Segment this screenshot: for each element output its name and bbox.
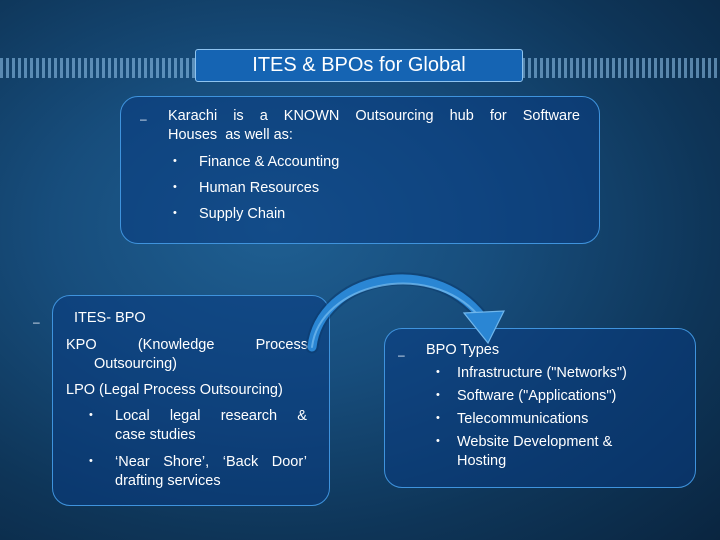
slide-title: ITES & BPOs for Global xyxy=(195,49,523,82)
curved-arrow-icon xyxy=(305,272,505,354)
top-panel-dash-marker: – xyxy=(140,112,147,126)
subitem-word: ‘Back xyxy=(222,454,259,470)
bpo-type-web-dev-line2: Hosting xyxy=(457,453,507,469)
kpo-word: Process xyxy=(255,337,308,353)
kpo-word: (Knowledge xyxy=(137,337,215,353)
kpo-line1: KPO (Knowledge Process xyxy=(66,336,308,355)
subitem-word: & xyxy=(297,408,307,424)
intro-word: is xyxy=(233,108,244,124)
service-item-hr: Human Resources xyxy=(199,180,320,196)
intro-word: KNOWN xyxy=(283,108,340,124)
kpo-line2: Outsourcing) xyxy=(94,356,178,372)
subitem-word: research xyxy=(220,408,278,424)
bullet-icon: • xyxy=(89,409,93,421)
bpo-type-telecom: Telecommunications xyxy=(457,411,589,427)
lpo-line: LPO (Legal Process Outsourcing) xyxy=(66,382,283,398)
bpo-type-web-dev: Website Development & xyxy=(457,434,613,450)
karachi-intro-line2: Houses as well as: xyxy=(168,127,293,143)
ites-bpo-heading: ITES- BPO xyxy=(74,310,146,326)
lpo-subitem-local-line1: Local legal research & xyxy=(115,407,307,426)
bpo-types-panel xyxy=(384,328,696,488)
ites-bpo-panel xyxy=(52,295,330,506)
intro-word: Karachi xyxy=(168,108,218,124)
kpo-word: KPO xyxy=(66,337,97,353)
bullet-icon: • xyxy=(436,412,440,424)
service-item-finance: Finance & Accounting xyxy=(199,154,340,170)
karachi-intro-line1: Karachi is a KNOWN Outsourcing hub for S… xyxy=(168,107,580,126)
lpo-subitem-shore-line1: ‘Near Shore’, ‘Back Door’ xyxy=(115,453,307,472)
subitem-word: Local xyxy=(115,408,150,424)
service-item-supply-chain: Supply Chain xyxy=(199,206,286,222)
bpo-type-infrastructure: Infrastructure ("Networks") xyxy=(457,365,627,381)
subitem-word: ‘Near xyxy=(115,454,150,470)
left-panel-dash-marker: – xyxy=(33,315,40,329)
subitem-word: Door’ xyxy=(271,454,307,470)
intro-word: for xyxy=(489,108,507,124)
intro-word: a xyxy=(259,108,268,124)
bullet-icon: • xyxy=(436,435,440,447)
intro-word: Software xyxy=(522,108,580,124)
bullet-icon: • xyxy=(173,207,177,219)
bullet-icon: • xyxy=(173,155,177,167)
right-panel-dash-marker: – xyxy=(398,348,405,362)
bpo-types-heading: BPO Types xyxy=(426,342,500,358)
subitem-word: legal xyxy=(169,408,201,424)
subitem-word: Shore’, xyxy=(163,454,210,470)
intro-word: hub xyxy=(449,108,474,124)
bullet-icon: • xyxy=(436,389,440,401)
lpo-subitem-local-line2: case studies xyxy=(115,427,196,443)
intro-word: Outsourcing xyxy=(355,108,434,124)
bullet-icon: • xyxy=(436,366,440,378)
bpo-type-software: Software ("Applications") xyxy=(457,388,617,404)
lpo-subitem-shore-line2: drafting services xyxy=(115,473,221,489)
bullet-icon: • xyxy=(89,455,93,467)
bullet-icon: • xyxy=(173,181,177,193)
karachi-outsourcing-panel xyxy=(120,96,600,244)
